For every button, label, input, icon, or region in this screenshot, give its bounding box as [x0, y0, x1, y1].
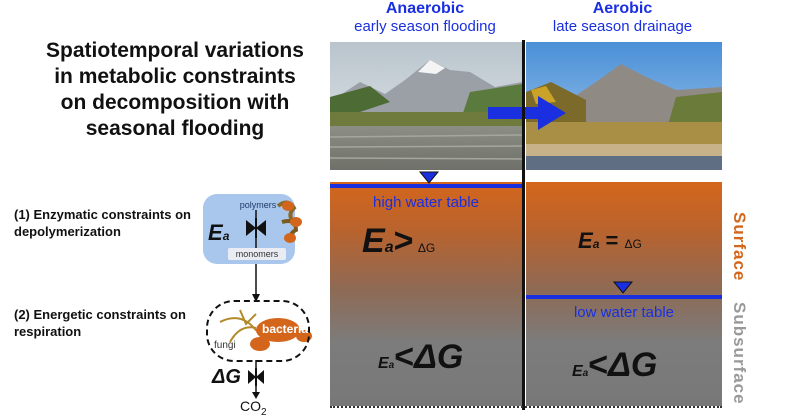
co2-label: CO2	[240, 398, 267, 418]
anaerobic-soil-panel	[330, 182, 522, 406]
figure-title: Spatiotemporal variations in metabolic c…	[46, 39, 304, 140]
delta-g-large: ΔG	[414, 338, 464, 376]
drained-meadow-photo	[526, 42, 722, 170]
respiration-delta-g: ΔG	[212, 366, 241, 388]
flooded-meadow-photo	[330, 42, 522, 170]
ea-subscript: a	[388, 360, 395, 371]
delta-g-large: ΔG	[608, 346, 658, 384]
equals-symbol: =	[605, 228, 619, 253]
step1-label: (1) Enzymatic constraints on depolymeriz…	[14, 207, 191, 239]
anaerobic-heading: Anaerobic	[385, 0, 465, 17]
low-water-table-label: low water table	[573, 304, 675, 321]
anaerobic-subsurface-equation: Ea<ΔG	[378, 338, 463, 377]
high-water-table-line	[330, 184, 522, 188]
less-than-symbol: <	[394, 338, 415, 376]
aerobic-soil-panel	[526, 182, 722, 406]
ea-symbol: E	[578, 228, 593, 253]
ea-symbol: E	[362, 222, 385, 260]
respiration-box	[206, 300, 310, 362]
anaerobic-subheading: early season flooding	[354, 18, 496, 35]
ea-subscript: a	[222, 229, 230, 243]
ea-subscript: a	[592, 237, 600, 251]
water-table-marker-icon	[418, 171, 440, 184]
aerobic-subheading: late season drainage	[552, 18, 693, 35]
low-water-table-marker-icon	[612, 281, 634, 294]
transition-arrow-icon	[488, 96, 566, 130]
step2-label: (2) Energetic constraints on respiration	[14, 307, 186, 339]
subsurface-label: Subsurface	[730, 302, 749, 405]
ea-symbol: E	[208, 220, 223, 245]
anaerobic-header: Anaerobic early season flooding	[330, 0, 520, 35]
delta-g-small: ΔG	[624, 237, 642, 251]
greater-than-symbol: >	[393, 222, 414, 260]
aerobic-heading: Aerobic	[592, 0, 653, 17]
fungi-label: fungi	[214, 340, 236, 351]
column-divider	[522, 40, 525, 410]
enzyme-valve-icon	[246, 218, 266, 238]
surface-label: Surface	[730, 212, 749, 282]
polymers-label: polymers	[239, 200, 277, 210]
ea-symbol: E	[378, 355, 389, 372]
less-than-symbol: <	[588, 346, 609, 384]
monomers-label: monomers	[228, 248, 286, 260]
photo-soil-gap	[330, 170, 722, 182]
aerobic-surface-equation: Ea = ΔG	[578, 228, 642, 254]
aerobic-subsurface-equation: Ea<ΔG	[572, 346, 657, 385]
bottom-boundary	[330, 406, 722, 408]
ea-subscript: a	[582, 368, 589, 379]
ea-symbol: E	[572, 363, 583, 380]
co2-subscript: 2	[261, 406, 267, 418]
polymer-strands-icon	[276, 200, 302, 243]
delta-g-small: ΔG	[417, 241, 436, 255]
enzyme-ea-label: Ea	[208, 220, 229, 246]
respiration-valve-icon	[248, 368, 264, 386]
aerobic-header: Aerobic late season drainage	[525, 0, 720, 35]
bacteria-label: bacteria	[262, 322, 309, 336]
co2-text: CO	[240, 398, 261, 414]
low-water-table-line	[526, 295, 722, 299]
anaerobic-surface-equation: Ea> ΔG	[362, 222, 435, 261]
high-water-table-label: high water table	[373, 194, 479, 211]
ea-subscript: a	[384, 239, 394, 256]
